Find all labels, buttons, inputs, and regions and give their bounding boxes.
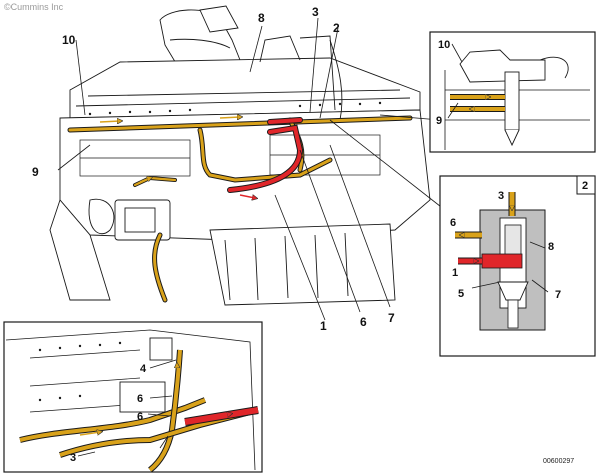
callout-10: 10 [62,33,76,47]
inset-valve-tag-5: 5 [458,288,464,300]
inset-valve-tag-7: 7 [555,289,561,301]
inset-bottom-tag-3: 3 [70,452,76,464]
callout-7: 7 [388,311,395,325]
inset-valve-detail: 2 3 6 8 1 5 7 [439,175,596,357]
callout-9: 9 [32,165,39,179]
inset-top-tag-10: 10 [438,39,450,51]
inset-valve-tag-8: 8 [548,241,554,253]
inset-top-tag-9: 9 [436,115,442,127]
callout-3: 3 [312,5,319,19]
inset-valve-tag-1: 1 [452,267,458,279]
inset-valve-tag-3: 3 [498,190,504,202]
inset-bottom-tag-6a: 6 [137,393,143,405]
callout-1: 1 [320,319,327,333]
leader-lines [57,17,446,321]
engine-drawing [49,5,431,306]
inset-valve-panel-number: 2 [582,180,588,192]
callout-6: 6 [360,315,367,329]
inset-valve-tag-6: 6 [450,217,456,229]
flow-arrows [99,117,255,198]
part-id-text: 00600297 [543,458,575,465]
inset-fuel-pump-detail: 4 6 6 3 [3,321,263,473]
inset-injector-detail: 10 9 [429,31,596,153]
inset-bottom-tag-6b: 6 [137,411,143,423]
callout-8: 8 [258,11,265,25]
callout-2: 2 [333,21,340,35]
copyright-text: ©Cummins Inc [4,2,64,12]
inset-bottom-tag-4: 4 [140,363,147,375]
